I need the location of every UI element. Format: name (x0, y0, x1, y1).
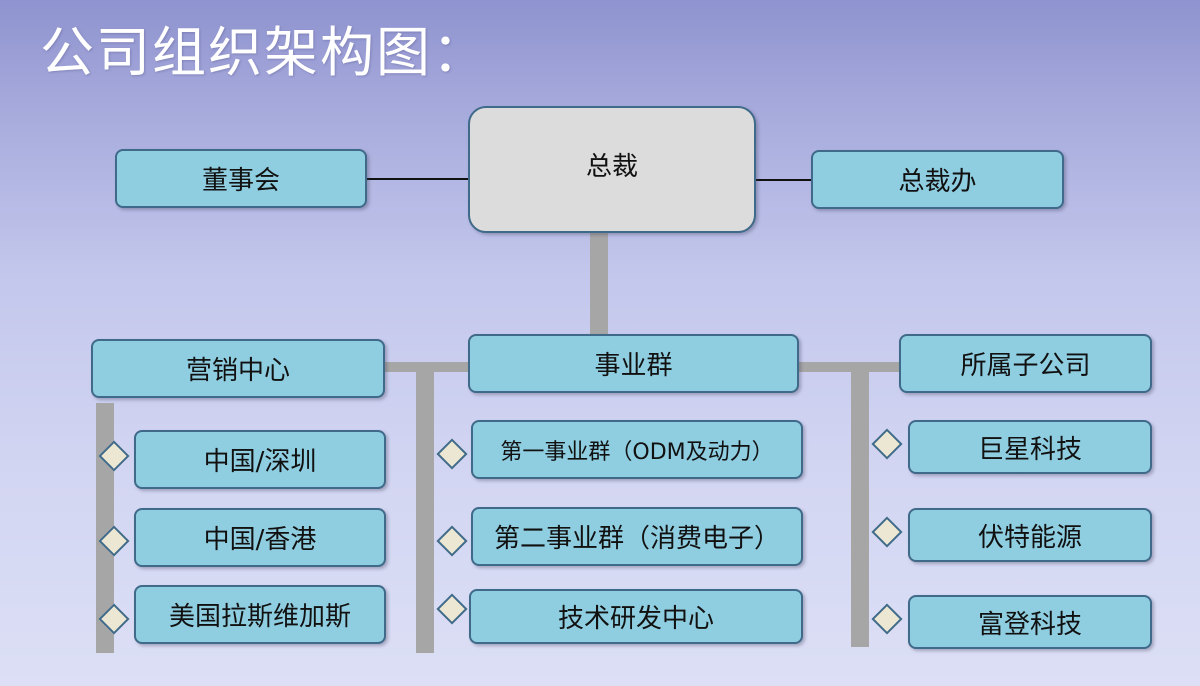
board-connector (366, 178, 468, 180)
business-item-3: 技术研发中心 (469, 589, 803, 644)
left-horizontal-bar (384, 362, 470, 372)
marketing-item-3: 美国拉斯维加斯 (134, 585, 386, 644)
ceo-trunk-bar (590, 232, 608, 336)
subsidiary-item-2-marker (871, 516, 903, 548)
marketing-item-1: 中国/深圳 (134, 430, 386, 489)
subsidiary-item-1-marker (871, 428, 903, 460)
marketing-center-box: 营销中心 (91, 339, 385, 398)
subsidiary-item-2: 伏特能源 (908, 508, 1152, 562)
business-item-2: 第二事业群（消费电子） (471, 507, 803, 566)
marketing-item-2: 中国/香港 (134, 508, 386, 567)
subsidiaries-box: 所属子公司 (899, 334, 1152, 393)
right-horizontal-bar (798, 362, 900, 372)
business-group-box: 事业群 (468, 334, 799, 393)
subsidiary-vertical-bar (851, 372, 869, 647)
subsidiary-item-3-marker (871, 603, 903, 635)
business-vertical-bar (416, 372, 434, 653)
board-box: 董事会 (115, 149, 367, 208)
business-item-1-marker (436, 438, 468, 470)
subsidiary-item-1: 巨星科技 (908, 420, 1152, 474)
business-item-3-marker (436, 593, 468, 625)
page-title: 公司组织架构图： (40, 21, 488, 84)
subsidiary-item-3: 富登科技 (908, 595, 1152, 649)
ceo-office-connector (755, 179, 812, 181)
business-item-2-marker (436, 525, 468, 557)
ceo-office-box: 总裁办 (811, 150, 1064, 209)
business-item-1: 第一事业群（ODM及动力） (471, 420, 803, 479)
ceo-box: 总裁 (468, 106, 756, 233)
